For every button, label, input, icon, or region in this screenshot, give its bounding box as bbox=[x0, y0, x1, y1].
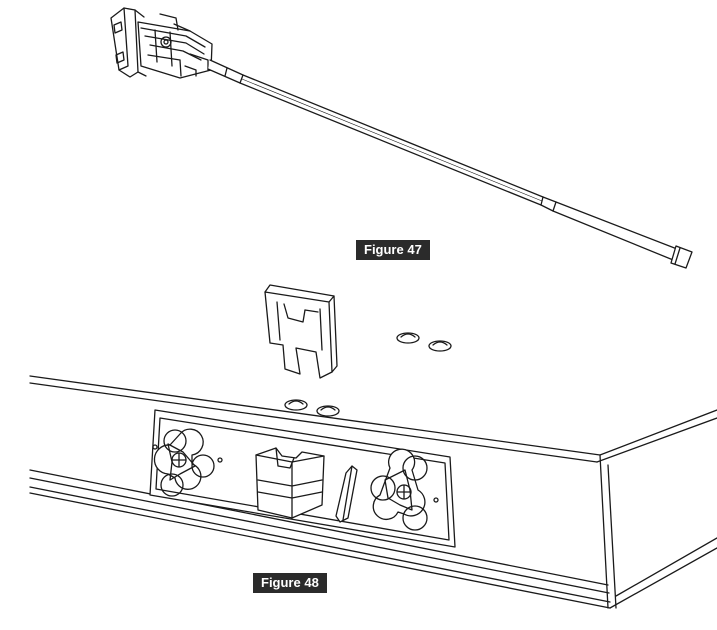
screw-group-center bbox=[284, 399, 340, 417]
latch-body bbox=[137, 13, 213, 79]
center-lock-block bbox=[255, 447, 325, 519]
cam-connector-right bbox=[370, 448, 439, 531]
figure-47-label: Figure 47 bbox=[356, 240, 430, 260]
latch-cable bbox=[207, 59, 693, 269]
cam-connector-left bbox=[152, 428, 223, 497]
drawer-box bbox=[29, 375, 717, 609]
slot-opening bbox=[335, 465, 358, 523]
screw-group-right bbox=[396, 332, 452, 352]
top-clip bbox=[264, 284, 338, 379]
latch-mounting-plate bbox=[110, 7, 147, 78]
figure-48-label: Figure 48 bbox=[253, 573, 327, 593]
